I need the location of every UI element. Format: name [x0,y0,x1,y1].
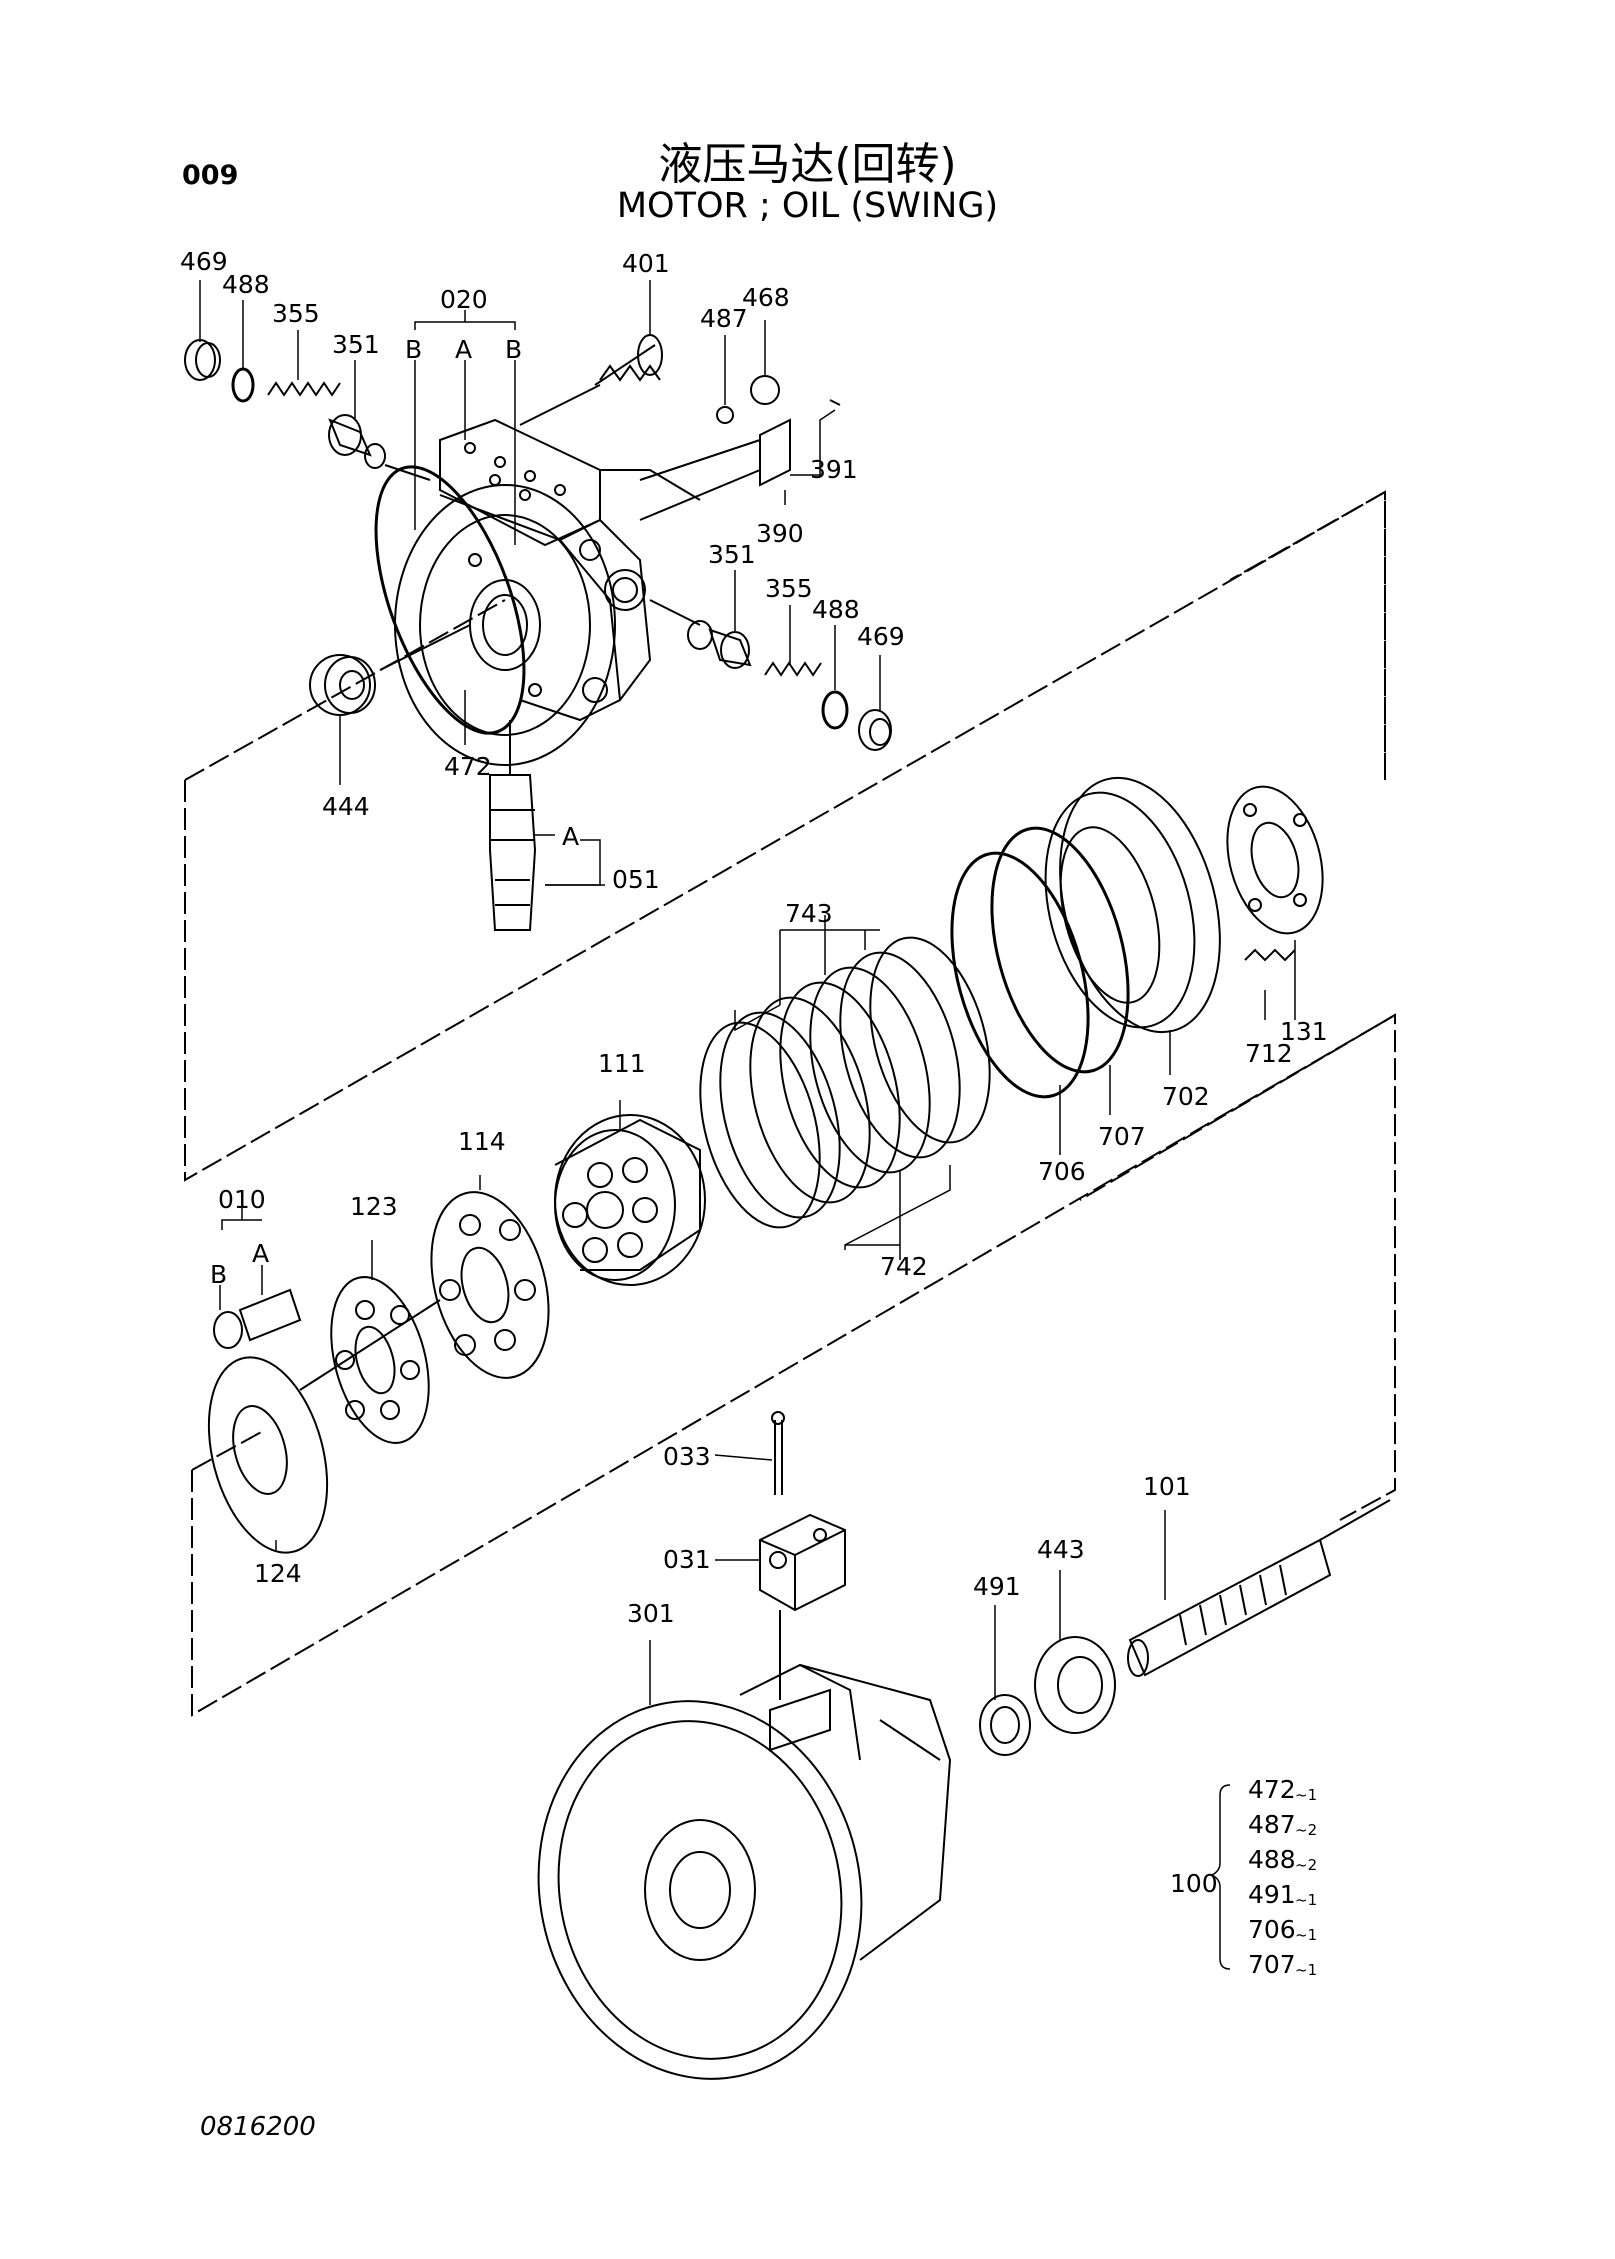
frame-lines [184,490,1396,1717]
callout-124: 124 [254,1559,302,1588]
callout-020: 020 [440,285,488,314]
callout-488-right: 488 [812,595,860,624]
callout-488-top: 488 [222,270,270,299]
callout-712: 712 [1245,1039,1293,1068]
kit-item-qty: ~2 [1295,1821,1317,1839]
page-title-chinese: 液压马达(回转) [658,139,957,190]
callout-707: 707 [1098,1122,1146,1151]
kit-item-qty: ~1 [1295,1961,1317,1979]
kit-item: 491 ~1 [1248,1880,1317,1909]
callout-051: 051 [612,865,660,894]
cylinder-block-111 [554,1114,706,1286]
valve-body-020 [439,418,701,547]
kit-item-part: 487 [1248,1810,1296,1839]
callout-101: 101 [1143,1472,1191,1501]
callout-020-b-left: B [405,335,422,364]
plugs-springs-left [184,339,431,481]
kit-item-qty: ~1 [1295,1891,1317,1909]
callout-355-top: 355 [272,299,320,328]
callout-706: 706 [1038,1157,1086,1186]
o-ring-472 [374,465,526,735]
page-title-english: MOTOR ; OIL (SWING) [616,186,999,226]
bearing-443 [1034,1636,1116,1734]
callout-401: 401 [622,249,670,278]
kit-item: 487 ~2 [1248,1810,1317,1839]
oil-seal-491 [979,1694,1031,1756]
leader-lines [199,280,1296,1970]
kit-item: 707 ~1 [1248,1950,1317,1979]
kit-item-qty: ~2 [1295,1856,1317,1874]
callout-487: 487 [700,304,748,333]
callout-391: 391 [810,455,858,484]
callout-491: 491 [973,1572,1021,1601]
bearing-444 [309,624,471,716]
spring-712 [1244,948,1296,962]
callout-472: 472 [444,752,492,781]
callout-020-b-right: B [505,335,522,364]
callout-390: 390 [756,519,804,548]
friction-plates-742-743 [699,936,991,1229]
swash-plate-124 [207,1299,441,1554]
kit-100-list: 100 472 ~1 487 ~2 488 ~2 491 ~1 706 ~1 7… [1170,1775,1317,1979]
callout-468: 468 [742,283,790,312]
callout-702: 702 [1162,1082,1210,1111]
part-callouts: 469 488 355 351 020 B A B 401 487 468 39… [180,247,1328,1628]
kit-item: 706 ~1 [1248,1915,1317,1944]
screw-033 [771,1411,785,1495]
retainer-114 [430,1191,550,1379]
piston-010 [213,1288,302,1349]
callout-301: 301 [627,1599,675,1628]
callout-031: 031 [663,1545,711,1574]
callout-114: 114 [458,1127,506,1156]
callout-051-a: A [562,822,579,851]
callout-743: 743 [785,899,833,928]
small-parts-487-468-390-391 [639,375,841,521]
housing-301 [537,1663,952,2080]
kit-label: 100 [1170,1869,1218,1898]
callout-020-a: A [455,335,472,364]
page-number: 009 [182,160,239,191]
callout-123: 123 [350,1192,398,1221]
callout-469-right: 469 [857,622,905,651]
motor-head-housing [394,484,652,766]
callout-444: 444 [322,792,370,821]
callout-469-top: 469 [180,247,228,276]
kit-item-qty: ~1 [1295,1926,1317,1944]
shoe-plate-123 [330,1276,430,1444]
callout-351-top: 351 [332,330,380,359]
kit-item-part: 491 [1248,1880,1296,1909]
callout-355-right: 355 [765,574,813,603]
callout-033: 033 [663,1442,711,1471]
o-ring-707 [990,826,1130,1074]
callout-131: 131 [1280,1017,1328,1046]
kit-item: 472 ~1 [1248,1775,1317,1804]
callout-111: 111 [598,1049,646,1078]
document-number: 0816200 [200,2112,316,2142]
shaft-101 [1127,1499,1391,1677]
block-031 [759,1513,846,1700]
kit-item-part: 707 [1248,1950,1296,1979]
callout-010-b: B [210,1260,227,1289]
callout-351-right: 351 [708,540,756,569]
kit-item-part: 706 [1248,1915,1296,1944]
valve-plate-131 [1226,785,1324,935]
check-valve-401 [519,334,663,426]
callout-010-a: A [252,1239,269,1268]
kit-item-part: 472 [1248,1775,1296,1804]
kit-item-part: 488 [1248,1845,1296,1874]
kit-item-qty: ~1 [1295,1786,1317,1804]
callout-742: 742 [880,1252,928,1281]
callout-443: 443 [1037,1535,1085,1564]
o-ring-706 [950,851,1090,1099]
kit-item: 488 ~2 [1248,1845,1317,1874]
relief-valve-051 [489,720,537,931]
callout-010: 010 [218,1185,266,1214]
brake-piston-702 [1044,776,1221,1034]
